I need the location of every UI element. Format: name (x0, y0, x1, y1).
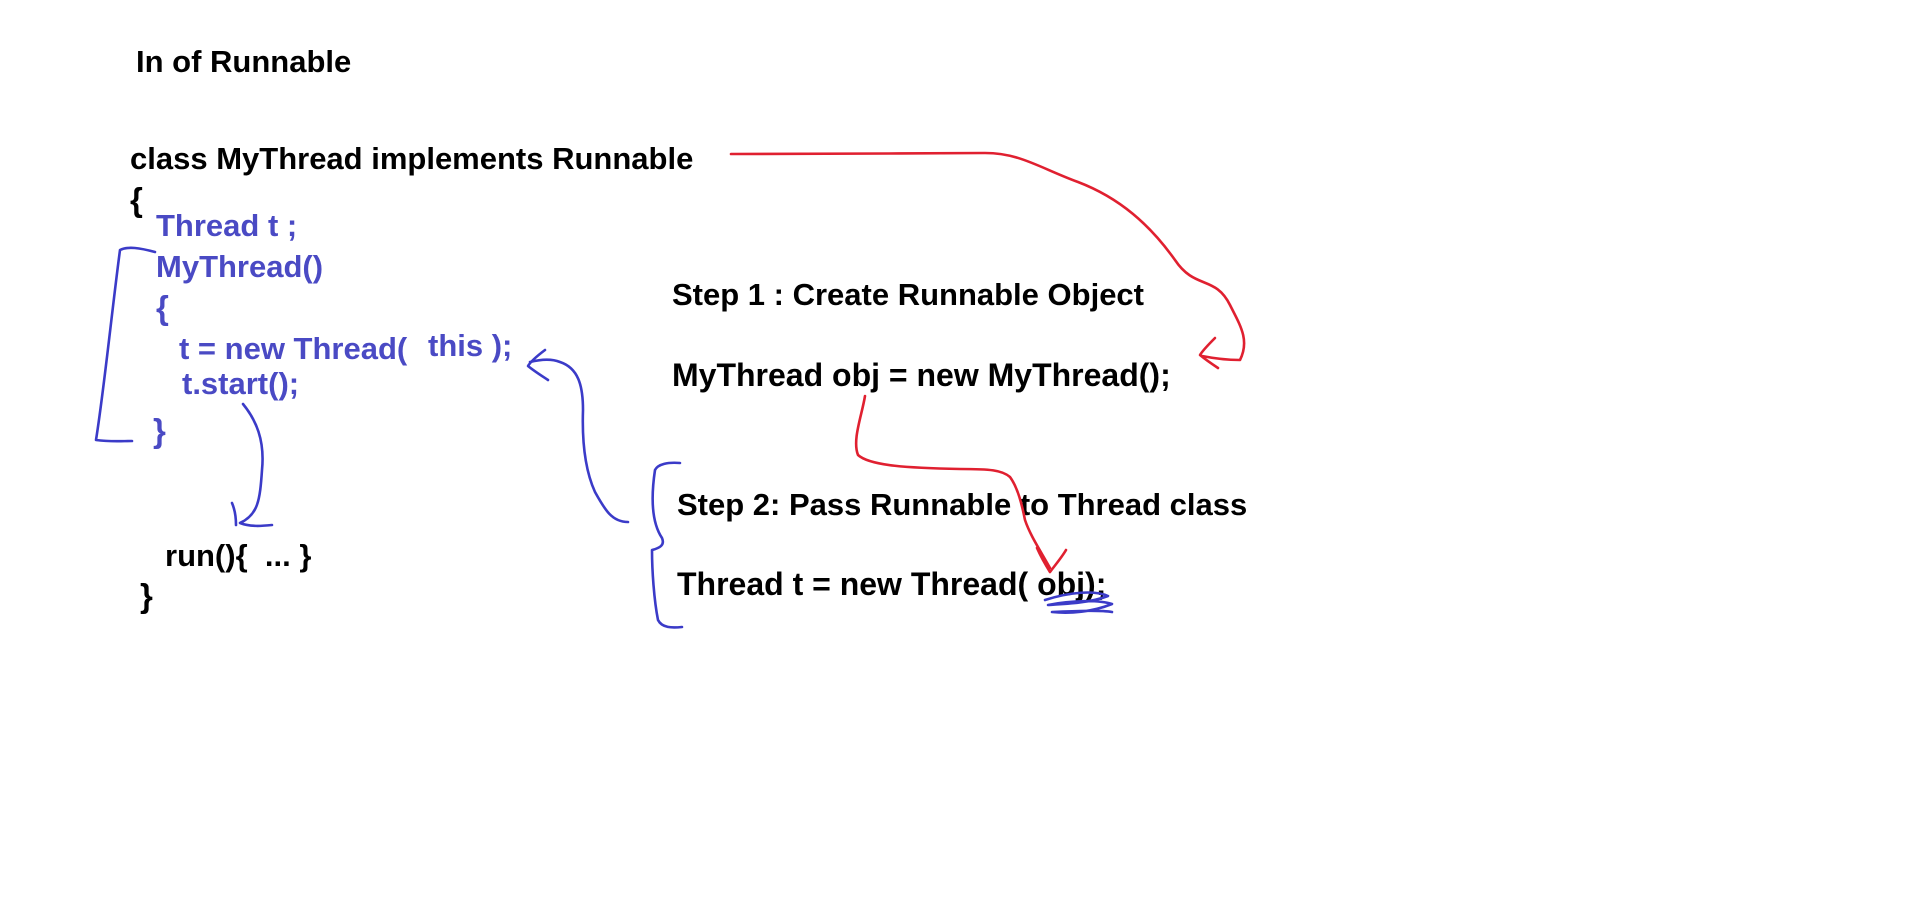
blue-arrowhead-run (230, 501, 238, 527)
start-call: t.start(); (182, 366, 300, 401)
blue-arrowhead-this (526, 348, 550, 382)
step2-code: Thread t = new Thread( obj); (677, 566, 1107, 602)
red-arrow-class-to-step1 (729, 151, 1246, 362)
step2-label: Step 2: Pass Runnable to Thread class (677, 487, 1248, 522)
class-declaration: class MyThread implements Runnable (130, 141, 694, 176)
constructor-open-brace: { (156, 289, 169, 326)
page-title: In of Runnable (136, 44, 352, 79)
thread-field: Thread t ; (156, 208, 298, 243)
red-arrow-obj-to-step2 (854, 394, 1052, 570)
step1-code: MyThread obj = new MyThread(); (672, 357, 1171, 393)
constructor-signature: MyThread() (156, 249, 324, 284)
step1-label: Step 1 : Create Runnable Object (672, 277, 1144, 312)
class-open-brace: { (130, 181, 143, 218)
run-method: run(){ ... } (165, 538, 312, 573)
constructor-close-brace: } (153, 412, 166, 449)
thread-assignment: t = new Thread( (179, 331, 408, 366)
blue-arrow-start-to-run (238, 402, 274, 528)
red-arrowhead-step1 (1198, 336, 1220, 370)
blue-bracket-constructor (94, 246, 157, 443)
thread-assignment-arg: this ); (428, 328, 513, 363)
blue-arrow-step2-to-this (528, 358, 630, 524)
class-close-brace: } (140, 577, 153, 614)
